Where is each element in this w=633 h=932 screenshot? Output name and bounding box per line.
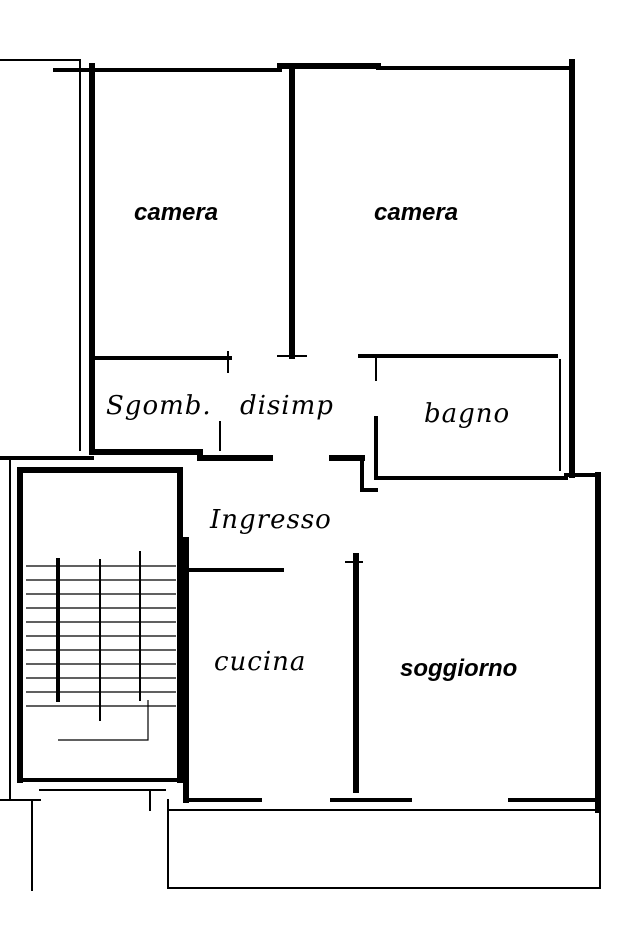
room-label-camera-left: camera: [134, 199, 218, 226]
room-label-sgomb: Sgomb.: [106, 391, 212, 421]
stairwell: [0, 456, 183, 891]
room-label-camera-right: camera: [374, 199, 458, 226]
room-label-ingresso: Ingresso: [209, 505, 332, 535]
room-label-cucina: cucina: [214, 647, 306, 677]
room-labels: camera camera Sgomb. disimp bagno Ingres…: [106, 199, 517, 682]
left-neighbour-edges: [0, 59, 81, 451]
room-label-bagno: bagno: [424, 399, 510, 429]
room-label-disimp: disimp: [240, 391, 334, 421]
exterior-walls: [53, 59, 601, 889]
interior-walls: [89, 67, 568, 803]
room-label-soggiorno: soggiorno: [400, 655, 517, 682]
